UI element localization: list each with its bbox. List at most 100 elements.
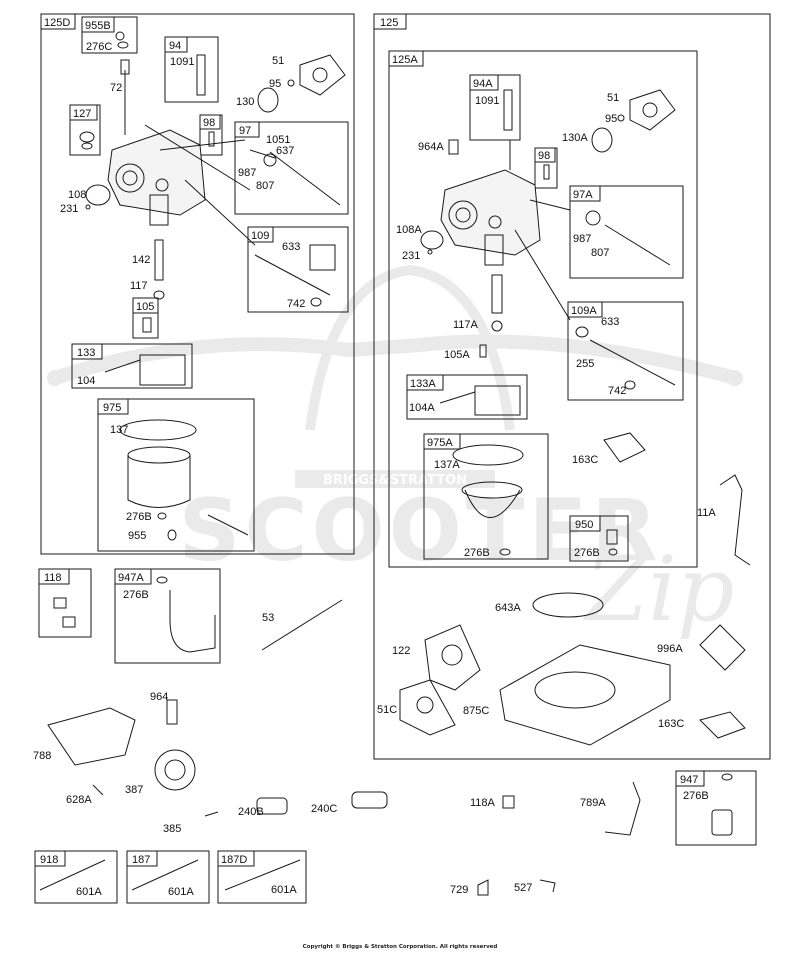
label-11A: 11A	[697, 507, 716, 519]
label-964A: 964A	[418, 141, 444, 153]
box-title-109: 109	[251, 230, 269, 242]
box-975A	[423, 433, 549, 560]
label-142: 142	[132, 254, 150, 266]
label-105A: 105A	[444, 349, 470, 361]
label-276B: 276B	[126, 511, 152, 523]
box-109A	[567, 301, 684, 401]
box-title-105: 105	[136, 301, 154, 313]
label-276B-950: 276B	[574, 547, 600, 559]
label-51: 51	[272, 55, 284, 67]
label-108A: 108A	[396, 224, 422, 236]
label-987: 987	[238, 167, 256, 179]
label-788: 788	[33, 750, 51, 762]
label-51C: 51C	[377, 704, 397, 716]
label-729: 729	[450, 884, 468, 896]
label-163C: 163C	[572, 454, 598, 466]
label-789A: 789A	[580, 797, 606, 809]
label-95: 95	[269, 78, 281, 90]
box-title-118: 118	[44, 572, 62, 584]
label-1051: 1051	[266, 134, 290, 146]
box-title-918: 918	[40, 854, 58, 866]
box-918	[34, 850, 118, 904]
label-231: 231	[60, 203, 78, 215]
box-947A	[114, 568, 221, 664]
label-276C: 276C	[86, 41, 112, 53]
label-118A: 118A	[470, 797, 496, 809]
box-title-955B: 955B	[85, 20, 111, 32]
label-240B: 240B	[238, 806, 264, 818]
label-130: 130	[236, 96, 254, 108]
label-601A-187: 601A	[168, 886, 194, 898]
part-drawings	[39, 31, 751, 896]
label-72: 72	[110, 82, 122, 94]
box-133A	[406, 374, 528, 420]
box-title-950: 950	[575, 519, 593, 531]
box-187	[126, 850, 210, 904]
box-125A	[388, 50, 698, 568]
label-1091: 1091	[170, 56, 194, 68]
box-975	[97, 398, 255, 552]
box-title-125D: 125D	[44, 17, 70, 29]
watermark-subtext: BRIGGS&STRATTON	[323, 473, 467, 488]
label-875C: 875C	[463, 705, 489, 717]
box-title-94: 94	[169, 40, 181, 52]
box-109	[247, 226, 349, 313]
label-117A: 117A	[453, 319, 479, 331]
label-987-right: 987	[573, 233, 591, 245]
box-97A	[569, 185, 684, 279]
box-title-187: 187	[132, 854, 150, 866]
label-628A: 628A	[66, 794, 92, 806]
label-385: 385	[163, 823, 181, 835]
label-633: 633	[282, 241, 300, 253]
box-133	[71, 343, 193, 389]
box-title-97: 97	[239, 125, 251, 137]
label-108: 108	[68, 189, 86, 201]
label-742: 742	[287, 298, 305, 310]
label-807-right: 807	[591, 247, 609, 259]
label-601A-918: 601A	[76, 886, 102, 898]
label-601A-187D: 601A	[271, 884, 297, 896]
small-parts-right	[399, 89, 751, 896]
label-53: 53	[262, 612, 274, 624]
part-labels: 276C 1091 51 72 95 130 1051 637 987 807 …	[33, 41, 716, 898]
box-title-187D: 187D	[221, 854, 247, 866]
label-137: 137	[110, 424, 128, 436]
label-104: 104	[77, 375, 95, 387]
label-130A: 130A	[562, 132, 588, 144]
label-231-right: 231	[402, 250, 420, 262]
label-643A: 643A	[495, 602, 521, 614]
box-title-975: 975	[103, 402, 121, 414]
label-51-right: 51	[607, 92, 619, 104]
label-104A: 104A	[409, 402, 435, 414]
box-title-133: 133	[77, 347, 95, 359]
label-955: 955	[128, 530, 146, 542]
label-527: 527	[514, 882, 532, 894]
label-255: 255	[576, 358, 594, 370]
label-276B-947A: 276B	[123, 589, 149, 601]
box-title-125A: 125A	[392, 54, 418, 66]
box-title-97A: 97A	[573, 189, 593, 201]
box-title-98-right: 98	[538, 150, 550, 162]
box-title-947: 947	[680, 774, 698, 786]
label-117: 117	[130, 280, 148, 292]
box-125	[373, 13, 771, 760]
label-95-right: 95	[605, 113, 617, 125]
box-97	[234, 121, 349, 215]
label-276B-947: 276B	[683, 790, 709, 802]
label-742-right: 742	[608, 385, 626, 397]
label-964: 964	[150, 691, 168, 703]
label-633-right: 633	[601, 316, 619, 328]
label-807: 807	[256, 180, 274, 192]
box-947	[675, 770, 757, 846]
box-title-109A: 109A	[571, 305, 597, 317]
carburetor-left-icon	[107, 59, 256, 246]
label-637: 637	[276, 145, 294, 157]
box-title-975A: 975A	[427, 437, 453, 449]
box-title-947A: 947A	[118, 572, 144, 584]
box-94	[164, 36, 219, 103]
label-240C: 240C	[311, 803, 337, 815]
box-title-127: 127	[73, 108, 91, 120]
copyright-footer: Copyright © Briggs & Stratton Corporatio…	[302, 944, 498, 950]
box-title-125: 125	[380, 17, 398, 29]
